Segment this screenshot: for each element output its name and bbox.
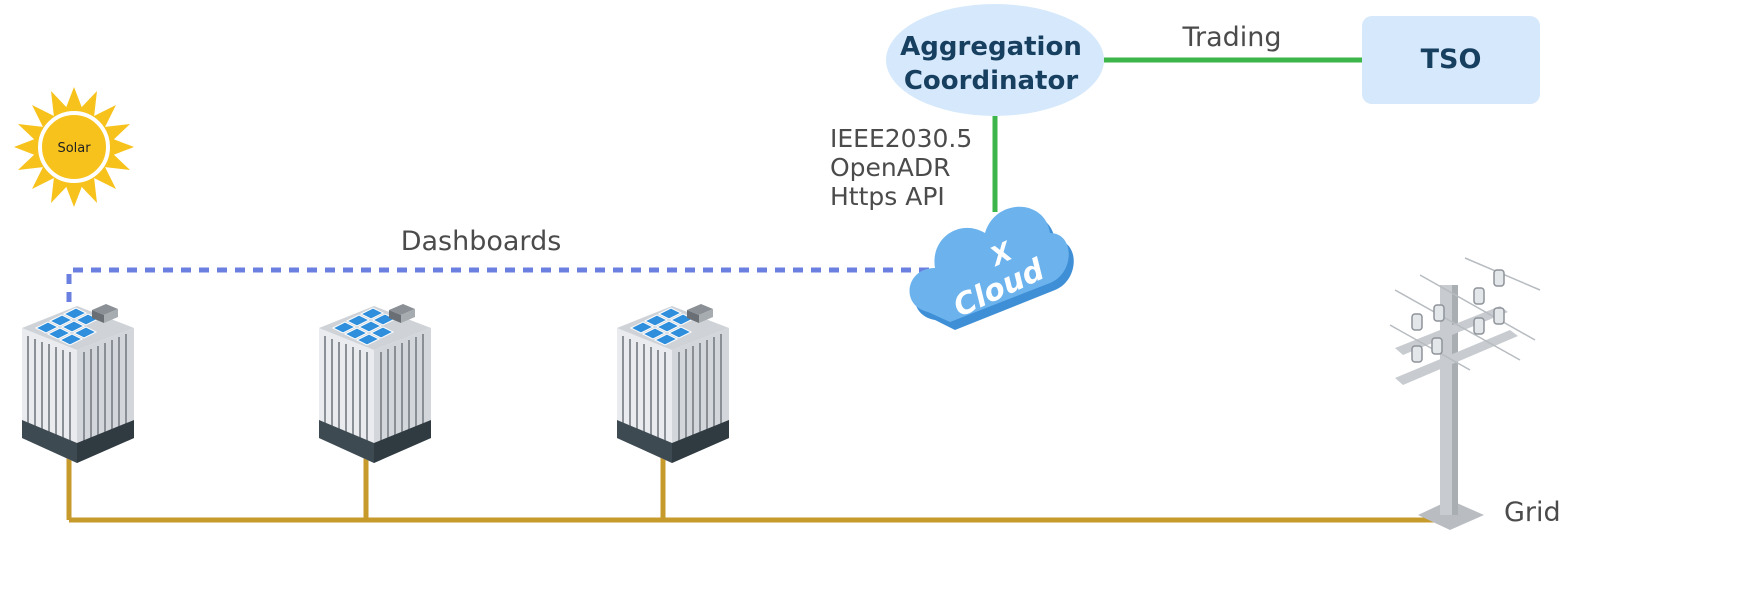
dashboards-label: Dashboards (401, 226, 562, 257)
aggregation-coordinator-node: Aggregation Coordinator (886, 4, 1104, 116)
building-2 (318, 303, 432, 464)
aggregator-line1: Aggregation (900, 32, 1082, 62)
tso-node: TSO (1362, 16, 1540, 104)
building-3 (616, 303, 730, 464)
utility-pole-icon (1389, 257, 1541, 530)
protocol-line2: OpenADR (830, 153, 951, 182)
sun-label: Solar (57, 141, 91, 156)
cloud-icon: X Cloud (909, 206, 1074, 330)
dashboards-link (66, 267, 940, 320)
aggregator-line2: Coordinator (904, 66, 1078, 96)
building-1 (21, 303, 135, 464)
protocol-line3: Https API (830, 182, 945, 211)
sun-icon: Solar (14, 87, 134, 207)
trading-label: Trading (1181, 22, 1281, 53)
protocol-line1: IEEE2030.5 (830, 124, 972, 153)
tso-label: TSO (1421, 44, 1482, 75)
grid-label: Grid (1504, 497, 1561, 528)
